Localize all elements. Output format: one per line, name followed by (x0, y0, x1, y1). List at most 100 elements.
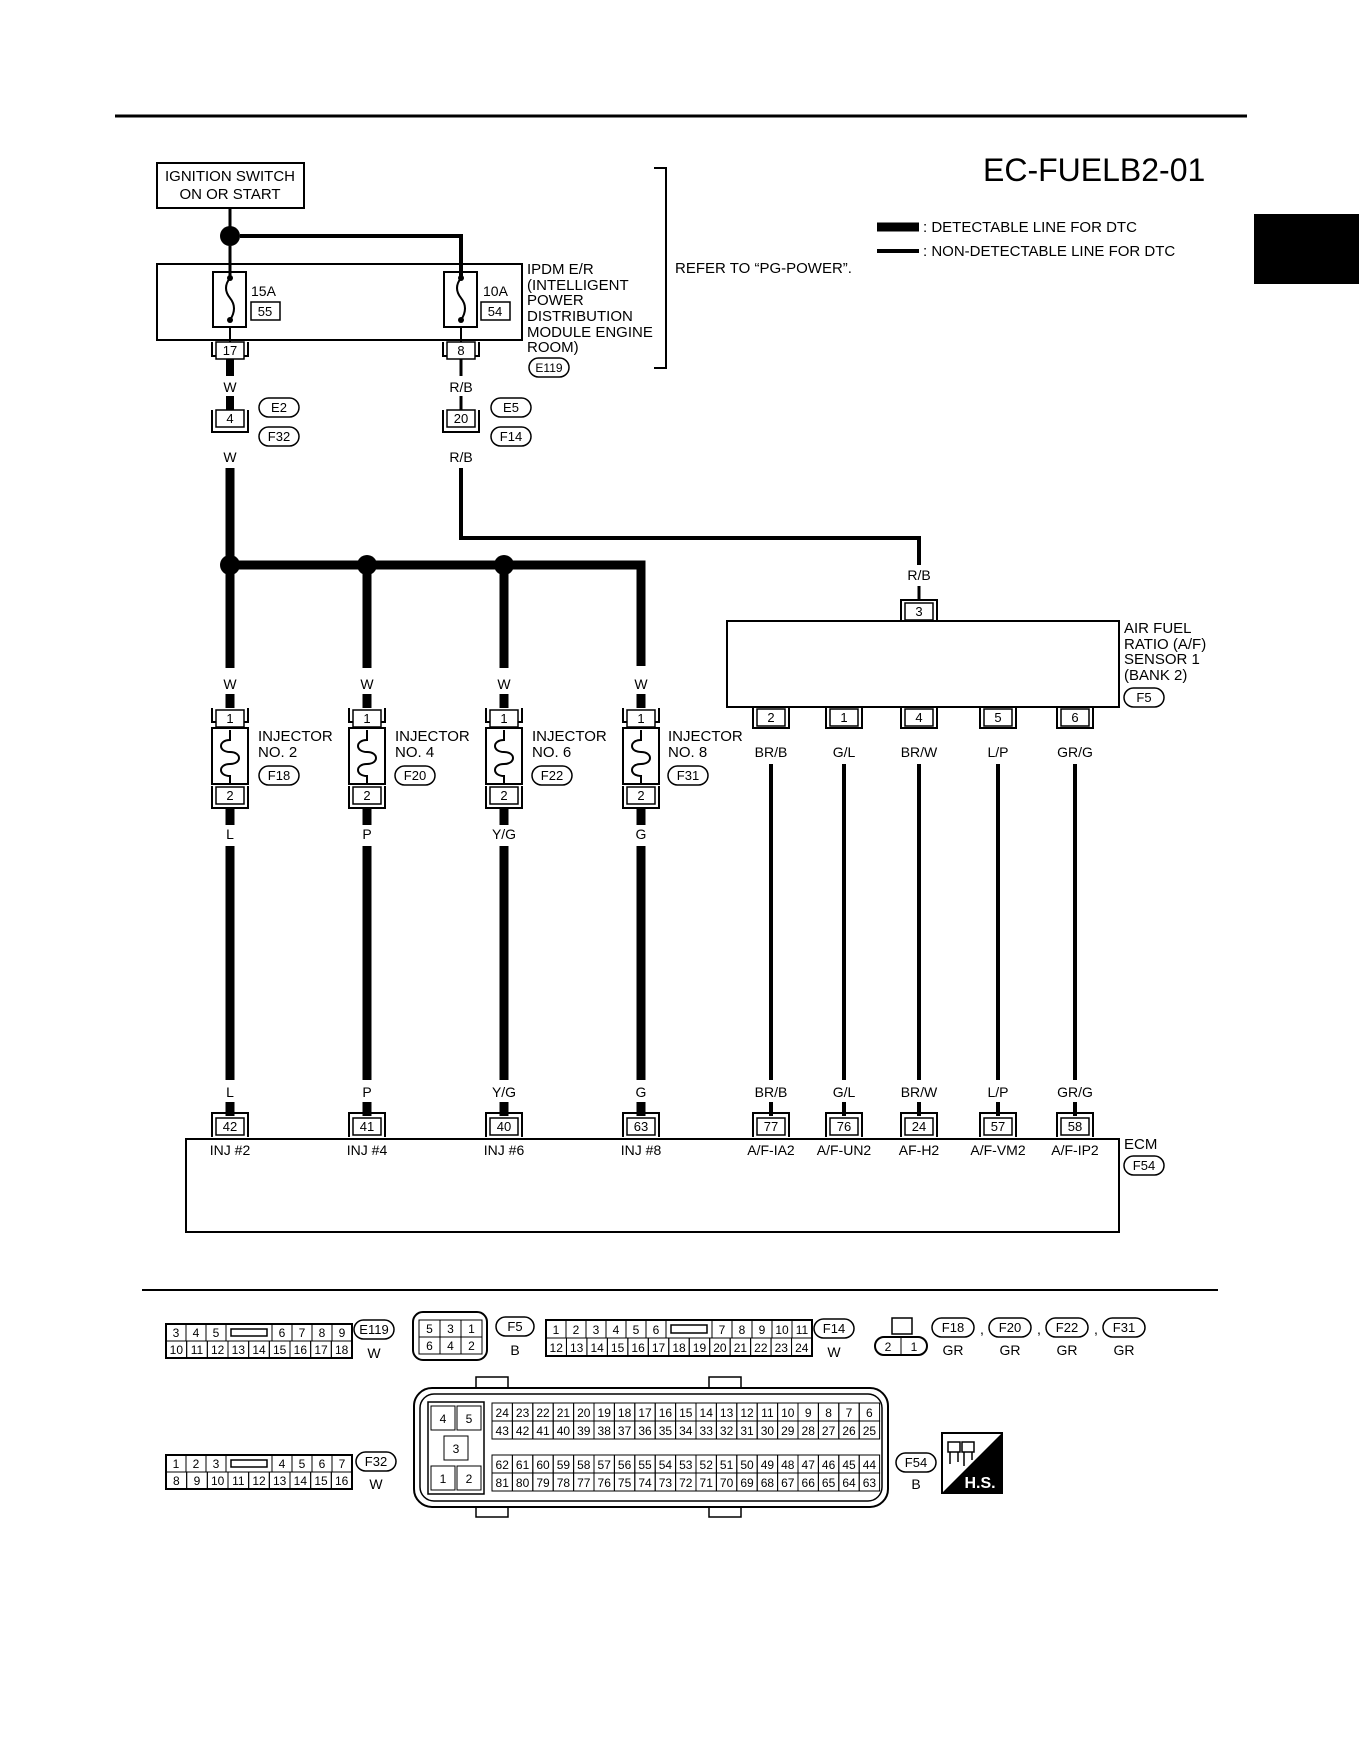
svg-text:2: 2 (885, 1340, 892, 1354)
pin-number: 26 (842, 1424, 856, 1438)
pin-number: 62 (496, 1458, 510, 1472)
ecm-pin-label: INJ #4 (347, 1142, 388, 1158)
pin-number: 8 (173, 1474, 180, 1488)
svg-text:17: 17 (223, 343, 237, 358)
connector-id-label: F22 (1056, 1320, 1078, 1335)
injector-in-color: W (223, 676, 237, 692)
pin-number: 33 (700, 1424, 714, 1438)
svg-text:20: 20 (454, 411, 468, 426)
pin-number: 25 (863, 1424, 877, 1438)
pin-number: 3 (173, 1326, 180, 1340)
hs-badge-icon: H.S. (941, 1432, 1003, 1494)
ecm-wire-color: L/P (987, 1084, 1008, 1100)
af-pin-1: 1G/L (825, 707, 863, 1080)
connector-id-label: F31 (1113, 1320, 1135, 1335)
wire-color-rb-bottom: R/B (449, 449, 472, 465)
ecm-pin-label: A/F-VM2 (970, 1142, 1025, 1158)
pin-number: 78 (557, 1476, 571, 1490)
ipdm-connector-id: E119 (535, 361, 562, 375)
svg-text:2: 2 (500, 788, 507, 803)
pin-number: 15 (611, 1341, 625, 1355)
ecm: ECM F54 (185, 1136, 1165, 1233)
pin-number: 59 (557, 1458, 571, 1472)
pin-number: 68 (761, 1476, 775, 1490)
svg-text:NO. 6: NO. 6 (532, 744, 571, 761)
pin-number: 66 (802, 1476, 816, 1490)
pin-number: 54 (659, 1458, 673, 1472)
ecm-wire-color: BR/B (755, 1084, 788, 1100)
ignition-switch: IGNITION SWITCH ON OR START (156, 162, 305, 209)
svg-text:3: 3 (447, 1322, 454, 1336)
svg-text:6: 6 (426, 1339, 433, 1353)
ecm-wire-color: BR/W (901, 1084, 938, 1100)
ipdm-label-3: POWER (527, 292, 584, 309)
pin-number: 11 (796, 1323, 809, 1337)
ecm-pin-label: INJ #2 (210, 1142, 251, 1158)
af-pin-number: 5 (994, 710, 1001, 725)
pin-number: 77 (577, 1476, 591, 1490)
pin-number: 42 (516, 1424, 530, 1438)
svg-text:1: 1 (440, 1472, 447, 1486)
ecm-conn: F54 (1133, 1158, 1155, 1173)
ecm-pin-number: 40 (497, 1119, 511, 1134)
splice-ignition (220, 226, 240, 246)
ipdm-pin-17: 17 (211, 341, 249, 360)
pin-number: 2 (193, 1457, 200, 1471)
pin-number: 28 (802, 1424, 816, 1438)
connector-e2-f32: 4 E2 F32 (211, 397, 300, 447)
pin-number: 46 (822, 1458, 836, 1472)
injector-no4: W 1 2 INJECTOR NO. 4 F20 P (348, 676, 470, 1080)
pin-number: 14 (252, 1343, 266, 1357)
wire-w-bus (230, 560, 646, 666)
pin-number: 22 (536, 1406, 550, 1420)
pin-number: 12 (550, 1341, 564, 1355)
pin-number: 67 (781, 1476, 795, 1490)
legend-non-detectable: : NON-DETECTABLE LINE FOR DTC (923, 243, 1175, 260)
pin-number: 14 (700, 1406, 714, 1420)
pin-number: 5 (633, 1323, 640, 1337)
pin-number: 14 (294, 1474, 308, 1488)
pin-number: 19 (693, 1341, 707, 1355)
af-pin-5: 5L/P (979, 707, 1017, 1080)
svg-text:8: 8 (457, 343, 464, 358)
svg-text:NO. 8: NO. 8 (668, 744, 707, 761)
pin-number: 53 (679, 1458, 693, 1472)
pin-number: 1 (553, 1323, 560, 1337)
connector-id-label: F5 (507, 1319, 522, 1334)
ipdm-label-4: DISTRIBUTION (527, 308, 633, 325)
pin-number: 7 (719, 1323, 726, 1337)
pin-number: 14 (590, 1341, 604, 1355)
legend-detectable: : DETECTABLE LINE FOR DTC (923, 219, 1137, 236)
pin-number: 6 (319, 1457, 326, 1471)
af-pin-4: 4BR/W (900, 707, 938, 1080)
af-pin-number: 6 (1071, 710, 1078, 725)
pin-number: 6 (866, 1406, 873, 1420)
ipdm-label-1: IPDM E/R (527, 261, 594, 278)
ecm-pin-number: 41 (360, 1119, 374, 1134)
af-wire-color: L/P (987, 744, 1008, 760)
wire-color-w-bottom: W (223, 449, 237, 465)
hs-badge-text: H.S. (964, 1475, 995, 1492)
pin-number: 9 (805, 1406, 812, 1420)
ecm-wire-color: Y/G (492, 1084, 516, 1100)
svg-text:F14: F14 (500, 429, 522, 444)
pin-number: 49 (761, 1458, 775, 1472)
pin-number: 55 (638, 1458, 652, 1472)
connector-color: W (367, 1345, 381, 1361)
pin-number: 18 (618, 1406, 632, 1420)
ecm-pin-label: INJ #6 (484, 1142, 525, 1158)
connector-id-label: F54 (905, 1455, 927, 1470)
pin-number: 56 (618, 1458, 632, 1472)
connector-color: GR (943, 1342, 964, 1358)
pin-number: 15 (679, 1406, 693, 1420)
pin-number: 40 (557, 1424, 571, 1438)
pin-number: 4 (279, 1457, 286, 1471)
pin-number: 16 (335, 1474, 349, 1488)
pin-number: 13 (273, 1474, 287, 1488)
pin-number: 37 (618, 1424, 632, 1438)
pin-number: 47 (802, 1458, 816, 1472)
